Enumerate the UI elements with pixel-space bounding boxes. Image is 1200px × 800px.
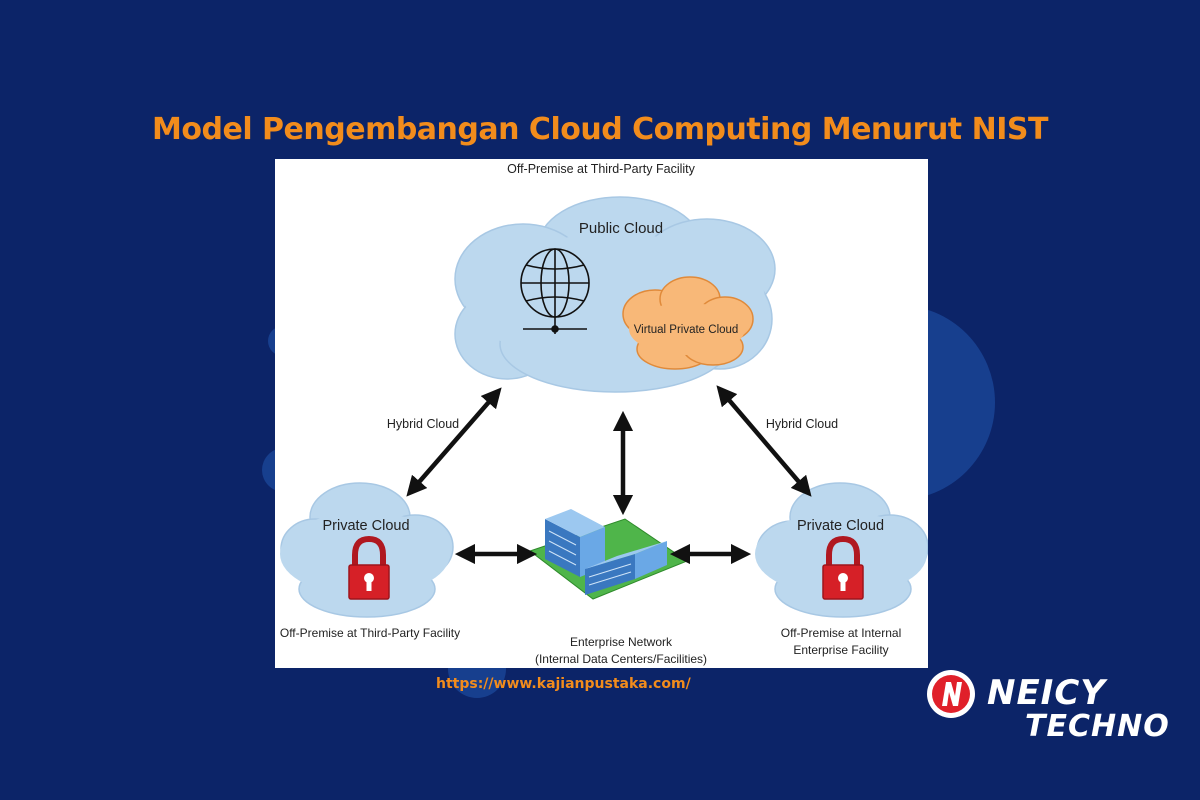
padlock-icon (348, 535, 390, 600)
connection-arrows (406, 385, 812, 565)
private-cloud-right-location-line1: Off-Premise at Internal (780, 626, 902, 640)
cloud-deployment-diagram: Off-Premise at Third-Party Facility Publ… (275, 159, 928, 668)
private-cloud-left-label: Private Cloud (322, 518, 410, 534)
private-cloud-right-label: Private Cloud (796, 518, 885, 534)
logo-wordmark-neicy: NEICY (987, 673, 1108, 713)
private-cloud-right-shape (755, 482, 928, 618)
hybrid-arrow-left (406, 387, 502, 497)
hybrid-cloud-right-label: Hybrid Cloud (765, 417, 839, 431)
virtual-private-cloud-shape (622, 276, 754, 370)
public-cloud-label: Public Cloud (578, 220, 664, 237)
page-title: Model Pengembangan Cloud Computing Menur… (152, 112, 1048, 148)
virtual-private-cloud-label: Virtual Private Cloud (633, 324, 739, 336)
top-location-label: Off-Premise at Third-Party Facility (507, 162, 695, 176)
enterprise-network-sublabel: (Internal Data Centers/Facilities) (534, 652, 708, 666)
globe-icon (520, 248, 590, 334)
private-cloud-left-location: Off-Premise at Third-Party Facility (279, 626, 461, 640)
logo-wordmark-techno: TECHNO (1025, 709, 1170, 744)
logo-badge (927, 670, 975, 718)
enterprise-network-label: Enterprise Network (569, 635, 673, 649)
source-url-link[interactable]: https://www.kajianpustaka.com/ (436, 676, 691, 692)
building-icon (528, 509, 689, 600)
hybrid-arrow-right (716, 385, 812, 497)
diagram-graphics (280, 196, 928, 618)
neicy-techno-logo: NEICY TECHNO (927, 670, 1170, 744)
private-cloud-right-location-line2: Enterprise Facility (793, 643, 889, 657)
hybrid-cloud-left-label: Hybrid Cloud (386, 417, 460, 431)
padlock-icon (822, 535, 864, 600)
